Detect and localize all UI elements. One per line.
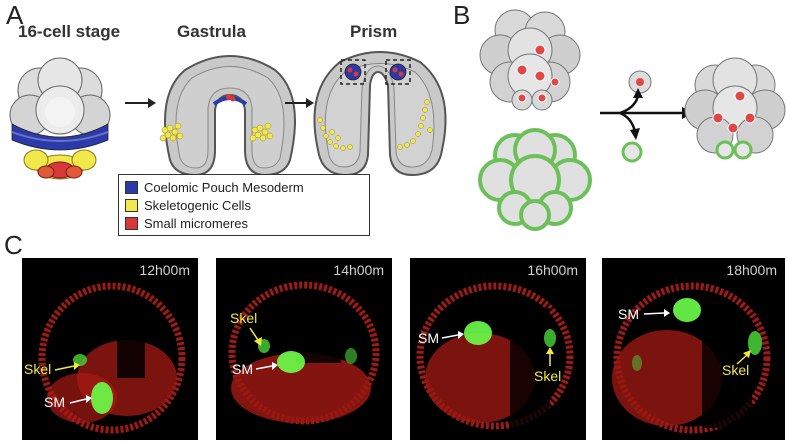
stage-label-16-cell: 16-cell stage [18,22,121,41]
green-embryo [478,128,592,231]
sm-label: SM [418,330,439,346]
frame-arrows [441,331,554,366]
skel-label: Skel [24,361,52,377]
sm-label: SM [44,394,65,410]
timestamp: 16h00m [527,262,578,278]
prism-embryo [313,51,447,177]
timelapse-frame-12h: 12h00m Skel SM [22,258,198,440]
sm-label: SM [232,361,253,377]
frame-arrows [249,327,278,370]
gray-embryo-with-micromeres [479,9,581,111]
stage-label-gastrula: Gastrula [177,22,246,41]
legend: Coelomic Pouch Mesoderm Skeletogenic Cel… [118,174,370,236]
timelapse-frame-16h: 16h00m SM Skel [410,258,586,440]
panel-b-diagram [478,9,786,231]
legend-swatch-blue [125,180,138,194]
legend-item-coelomic: Coelomic Pouch Mesoderm [125,178,363,196]
combine-arrow [600,95,682,133]
timelapse-frame-18h: 18h00m SM Skel [602,258,785,440]
sm-label: SM [618,306,639,322]
gastrula-embryo [159,55,296,177]
legend-label: Skeletogenic Cells [144,197,251,213]
single-green-micromere [621,141,643,163]
legend-swatch-red [125,216,138,230]
legend-swatch-yellow [125,198,138,212]
skel-label: Skel [534,368,562,384]
timestamp: 12h00m [139,262,190,278]
skel-label: Skel [230,310,258,326]
panel-c-letter: C [4,230,23,260]
legend-label: Coelomic Pouch Mesoderm [144,179,304,195]
legend-item-small-micromeres: Small micromeres [125,214,363,232]
legend-label: Small micromeres [144,215,249,231]
frame-arrows [54,362,92,404]
timestamp: 14h00m [333,262,384,278]
frame-arrows [643,309,751,365]
arrow-gastrula-to-prism [285,98,314,108]
panel-b-letter: B [453,0,471,30]
stage-label-prism: Prism [350,22,398,41]
chimera-embryo [684,57,786,160]
legend-item-skeletogenic: Skeletogenic Cells [125,196,363,214]
single-red-micromere [628,70,652,94]
panel-a-letter: A [6,0,24,30]
skel-label: Skel [722,362,750,378]
arrow-16cell-to-gastrula [125,98,156,108]
timestamp: 18h00m [726,262,777,278]
timelapse-frame-14h: 14h00m Skel SM [216,258,392,440]
sixteen-cell-embryo [9,57,111,180]
panel-a-diagram [9,51,447,180]
